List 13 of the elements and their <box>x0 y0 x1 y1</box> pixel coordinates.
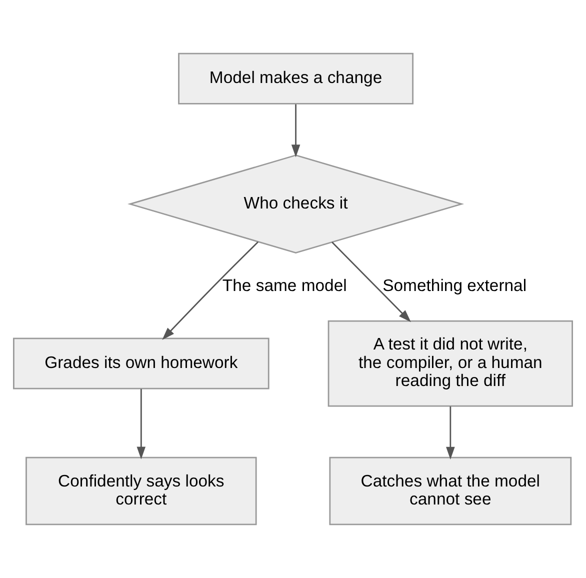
edge-label: Something external <box>382 276 527 296</box>
node-box: Model makes a change <box>178 52 414 104</box>
node-box: Confidently says looks correct <box>26 456 257 526</box>
arrow <box>136 388 146 460</box>
edge-label: The same model <box>222 276 347 296</box>
arrow <box>446 406 455 460</box>
arrow <box>291 104 300 158</box>
node-box: Grades its own homework <box>13 338 270 390</box>
node-box: A test it did not write, the compiler, or a human reading the diff <box>328 320 573 407</box>
arrow <box>332 242 411 322</box>
node-diamond: Who checks it <box>128 154 464 254</box>
node-box: Catches what the model cannot see <box>329 456 572 526</box>
arrow <box>162 242 258 340</box>
